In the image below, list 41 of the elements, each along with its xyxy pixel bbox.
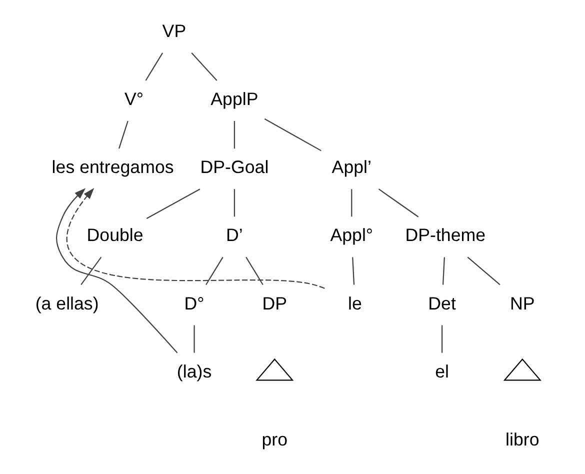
node-text: ApplP [210,89,258,110]
node-text: le [348,293,362,314]
node-text: DP-Goal [200,157,269,178]
connector [442,257,445,285]
node-text: V° [124,89,144,110]
node-text: (a ellas) [35,293,99,314]
connector [352,257,355,285]
connector [351,189,352,217]
connector [191,52,218,81]
arrow [66,188,325,289]
node-triangle [503,358,542,381]
node-text: pro [262,429,288,450]
node-text: DP [262,293,288,314]
connector [80,256,102,286]
connector [194,325,195,353]
connector [378,188,419,218]
node-triangle [256,358,294,381]
node-text: Appl° [330,225,374,246]
node-text: (la)s [176,361,212,382]
connector [146,188,200,219]
connector [145,52,164,81]
node-text: Appl’ [332,157,372,178]
connector [206,256,224,286]
node-text: NP [510,293,535,314]
node-text: DP-theme [405,225,486,246]
connector [234,121,236,149]
connector [246,256,264,286]
connector [467,256,500,286]
node-text: Det [428,293,456,314]
node-text: el [435,361,449,382]
connector [118,120,128,149]
node-text: VP [162,21,186,42]
node-text: D° [184,293,204,314]
node-text: D’ [226,225,243,246]
node-text: libro [506,429,540,450]
connector [234,189,236,217]
node-text: les entregamos [52,157,174,178]
arrow [56,188,178,354]
connector [264,118,322,152]
node-text: Double [86,225,144,246]
connector [442,325,443,353]
